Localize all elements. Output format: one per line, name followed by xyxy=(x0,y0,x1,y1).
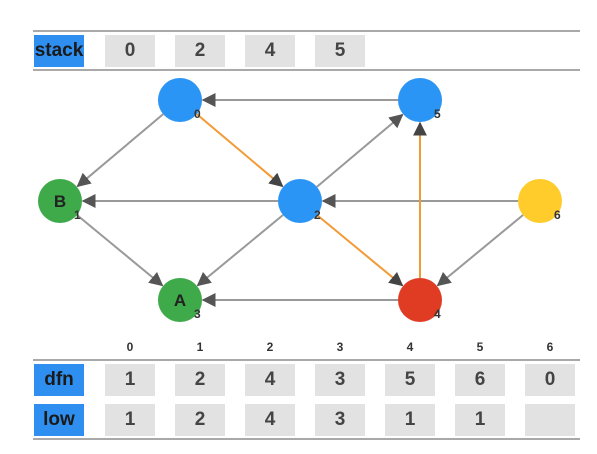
low-cell: 1 xyxy=(105,404,155,436)
stack-top-rule xyxy=(33,30,580,32)
low-cell: 1 xyxy=(385,404,435,436)
low-cell xyxy=(525,404,575,436)
node-index-A: 3 xyxy=(194,307,201,321)
node-index-5: 5 xyxy=(434,107,441,121)
node-index-4: 4 xyxy=(434,307,441,321)
dfn-cell: 1 xyxy=(105,364,155,396)
edge-2-A xyxy=(196,214,284,287)
node-A xyxy=(158,278,202,322)
dfn-cell: 2 xyxy=(175,364,225,396)
dfn-cell: 3 xyxy=(315,364,365,396)
index-label: 3 xyxy=(336,340,344,354)
node-5 xyxy=(398,78,442,122)
stack-cell: 5 xyxy=(315,35,365,67)
stack-cell: 0 xyxy=(105,35,155,67)
node-0 xyxy=(158,78,202,122)
edge-B-A xyxy=(76,214,164,287)
dfn-label: dfn xyxy=(34,364,84,396)
node-6 xyxy=(518,179,562,223)
index-label: 5 xyxy=(476,340,484,354)
low-cell: 1 xyxy=(455,404,505,436)
stack-bottom-rule xyxy=(33,69,580,71)
dfn-cell: 5 xyxy=(385,364,435,396)
low-label: low xyxy=(34,404,84,436)
index-label: 6 xyxy=(546,340,554,354)
edge-0-B xyxy=(76,113,164,188)
dfn-cell: 6 xyxy=(455,364,505,396)
low-cell: 4 xyxy=(245,404,295,436)
low-cell: 2 xyxy=(175,404,225,436)
low-cell: 3 xyxy=(315,404,365,436)
node-index-0: 0 xyxy=(194,107,201,121)
node-index-B: 1 xyxy=(74,208,81,222)
index-label: 4 xyxy=(406,340,414,354)
edge-0-2 xyxy=(196,113,284,188)
edge-2-4 xyxy=(316,214,404,287)
stack-label: stack xyxy=(34,35,84,67)
table-top-rule xyxy=(33,359,580,361)
edge-6-4 xyxy=(436,214,524,287)
node-4 xyxy=(398,278,442,322)
node-index-2: 2 xyxy=(314,208,321,222)
index-label: 0 xyxy=(126,340,134,354)
edge-2-5 xyxy=(316,113,404,188)
stack-cell: 2 xyxy=(175,35,225,67)
dfn-cell: 0 xyxy=(525,364,575,396)
node-2 xyxy=(278,179,322,223)
node-letter-B: B xyxy=(54,192,66,211)
table-bottom-rule xyxy=(33,438,580,440)
index-label: 1 xyxy=(196,340,204,354)
stack-cell: 4 xyxy=(245,35,295,67)
dfn-cell: 4 xyxy=(245,364,295,396)
node-letter-A: A xyxy=(174,291,186,310)
index-label: 2 xyxy=(266,340,274,354)
node-index-6: 6 xyxy=(554,208,561,222)
node-B xyxy=(38,179,82,223)
